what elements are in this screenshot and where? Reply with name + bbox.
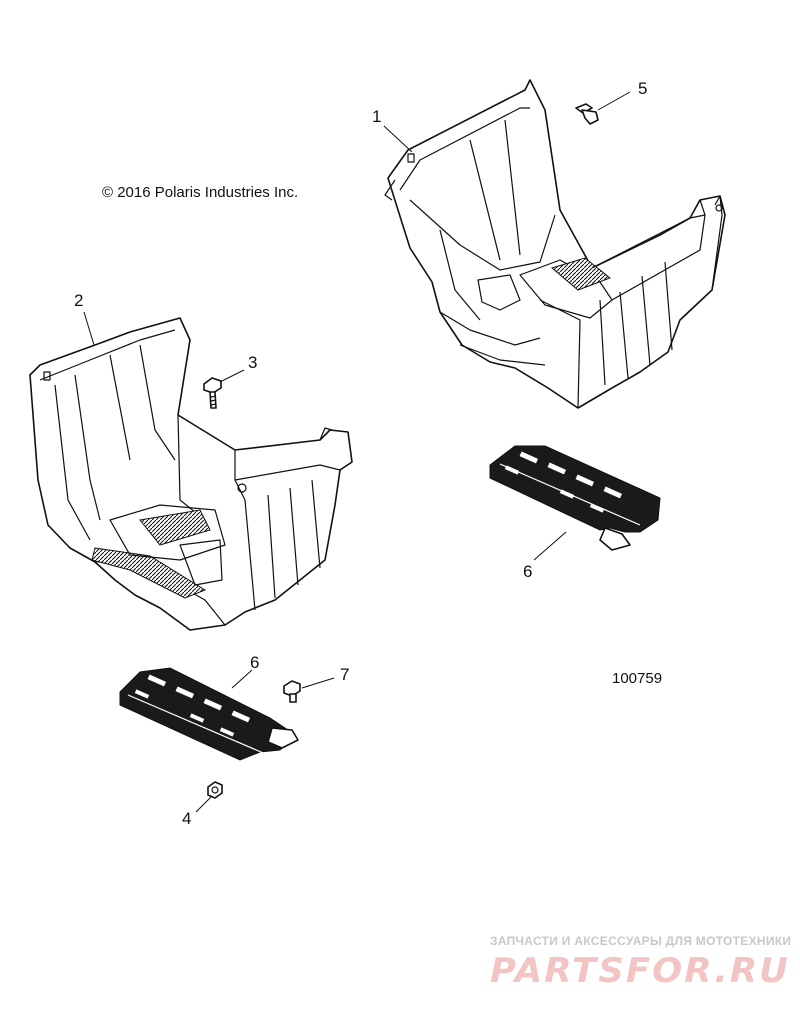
reference-number: 100759: [612, 670, 662, 687]
copyright-text: © 2016 Polaris Industries Inc.: [102, 184, 298, 201]
footwell-left-part-2: [29, 317, 353, 631]
leader-6a: [533, 531, 567, 561]
watermark-tagline: ЗАПЧАСТИ И АКСЕССУАРЫ ДЛЯ МОТОТЕХНИКИ: [490, 934, 791, 948]
leader-6b: [231, 669, 253, 689]
leader-3: [219, 369, 245, 383]
bolt-part-7: [283, 680, 301, 703]
floor-mat-part-6-right: [489, 445, 661, 551]
callout-2: 2: [74, 291, 83, 310]
leader-1: [383, 125, 413, 153]
leader-4: [195, 795, 213, 813]
callout-4: 4: [182, 809, 191, 828]
floor-mat-part-6-left: [119, 667, 299, 761]
watermark-brand: PARTSFOR.RU: [490, 951, 790, 991]
rivet-part-5: [575, 103, 599, 125]
callout-5: 5: [638, 79, 647, 98]
leader-lines: [83, 91, 631, 813]
callout-1: 1: [372, 107, 381, 126]
footwell-right-part-1: [384, 79, 726, 409]
bolt-part-3: [203, 377, 222, 409]
nut-part-4: [207, 781, 223, 799]
callout-6-right: 6: [523, 562, 532, 581]
leader-5: [597, 91, 631, 111]
callout-3: 3: [248, 353, 257, 372]
leader-7: [301, 677, 335, 689]
callout-7: 7: [340, 665, 349, 684]
leader-2: [83, 311, 95, 346]
callout-6-left: 6: [250, 653, 259, 672]
